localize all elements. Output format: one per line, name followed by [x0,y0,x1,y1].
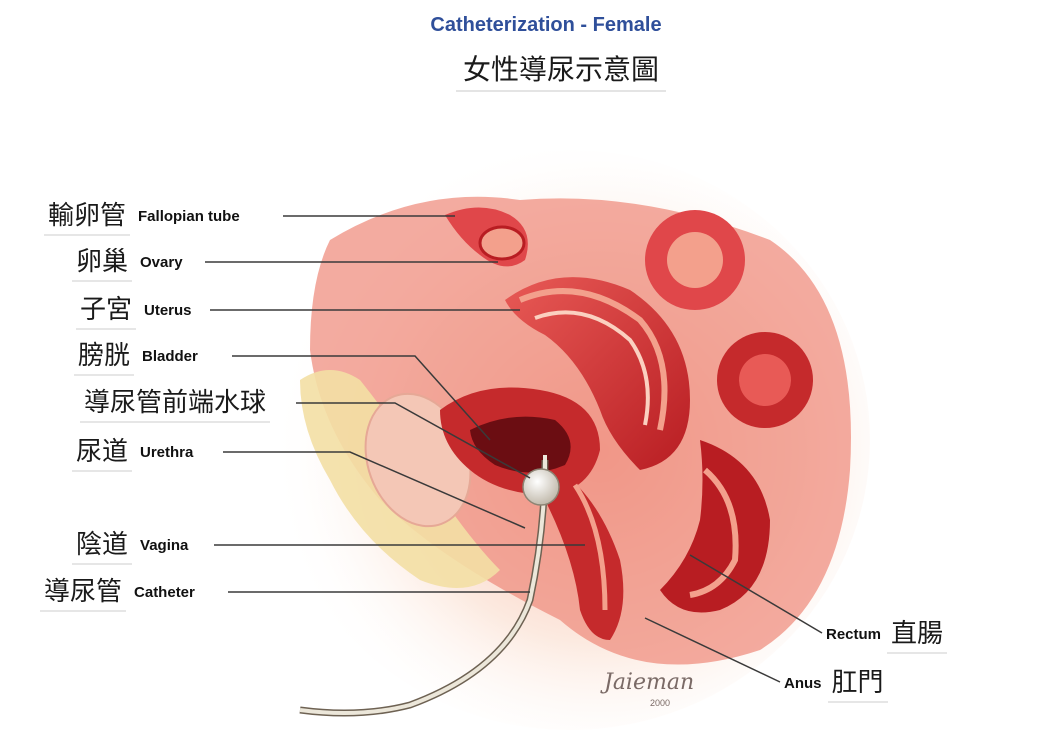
label-uterus: 子宮 Uterus [76,292,192,328]
title-chinese: 女性導尿示意圖 [456,50,666,90]
label-vagina-zh: 陰道 [72,527,132,563]
label-catheter-balloon: 導尿管前端水球 [80,385,270,421]
label-fallopian-tube-zh: 輸卵管 [44,198,130,234]
label-catheter-zh: 導尿管 [40,574,126,610]
intestine-loop-1-inner [667,232,723,288]
label-rectum-en: Rectum [826,626,881,643]
label-catheter-en: Catheter [134,584,195,601]
catheter-balloon [523,469,559,505]
label-uterus-zh: 子宮 [76,292,136,328]
label-ovary: 卵巢 Ovary [72,244,183,280]
label-ovary-en: Ovary [140,254,183,271]
title-english: Catheterization - Female [0,14,1039,37]
label-catheter-balloon-zh: 導尿管前端水球 [80,385,270,421]
label-catheter: 導尿管 Catheter [40,574,195,610]
label-ovary-zh: 卵巢 [72,244,132,280]
label-anus-en: Anus [784,675,822,692]
signature-year: 2000 [650,698,670,708]
label-vagina-en: Vagina [140,537,188,554]
label-fallopian-tube: 輸卵管 Fallopian tube [44,198,240,234]
label-uterus-en: Uterus [144,302,192,319]
label-urethra-zh: 尿道 [72,434,132,470]
label-fallopian-tube-en: Fallopian tube [138,208,240,225]
label-bladder: 膀胱 Bladder [74,338,198,374]
label-anus-zh: 肛門 [828,665,888,701]
label-rectum: Rectum 直腸 [826,616,947,652]
label-urethra-en: Urethra [140,444,193,461]
label-bladder-en: Bladder [142,348,198,365]
label-urethra: 尿道 Urethra [72,434,193,470]
label-anus: Anus 肛門 [784,665,888,701]
label-bladder-zh: 膀胱 [74,338,134,374]
ovary-shape [480,227,524,259]
label-rectum-zh: 直腸 [887,616,947,652]
intestine-loop-2-inner [739,354,791,406]
artist-signature: Jaieman [604,670,694,695]
label-vagina: 陰道 Vagina [72,527,188,563]
